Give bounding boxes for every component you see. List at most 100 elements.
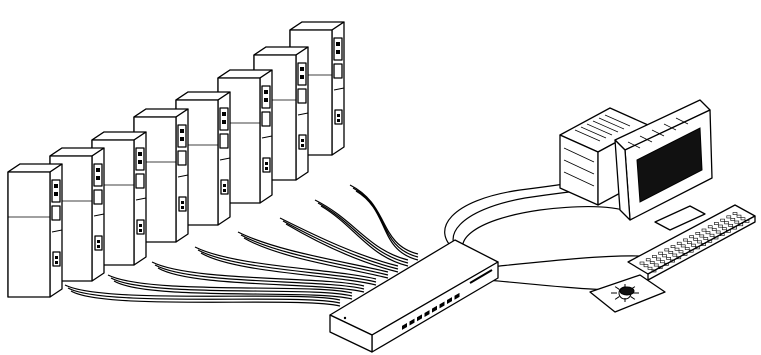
key	[695, 232, 701, 235]
cable	[200, 252, 377, 286]
switch-port	[439, 301, 445, 309]
key	[711, 228, 717, 231]
key	[707, 239, 713, 243]
key	[730, 218, 736, 221]
key	[676, 256, 682, 260]
cable	[279, 217, 399, 267]
key	[683, 238, 688, 242]
key	[643, 264, 649, 268]
key	[649, 260, 655, 264]
key	[740, 217, 746, 221]
cable	[194, 246, 377, 280]
mouse-pad	[589, 274, 666, 313]
key	[656, 257, 661, 261]
switch-port	[417, 314, 422, 322]
keyboard	[627, 204, 756, 281]
cable	[110, 277, 353, 297]
key	[722, 227, 727, 231]
switch-port	[424, 310, 430, 317]
key	[662, 254, 667, 258]
key	[707, 225, 713, 229]
cable	[70, 290, 341, 307]
mouse	[619, 286, 635, 296]
key	[719, 233, 725, 237]
cable	[352, 187, 419, 258]
key	[678, 250, 684, 254]
key	[705, 231, 711, 235]
cable	[349, 184, 419, 255]
key	[639, 261, 645, 265]
switch-port	[454, 292, 460, 300]
cable	[151, 261, 365, 287]
cable	[282, 220, 399, 270]
cable-bundle	[64, 177, 641, 307]
key	[703, 237, 709, 241]
key	[647, 266, 653, 270]
key	[664, 248, 670, 252]
switch-label-stripe	[469, 269, 493, 284]
key	[666, 256, 671, 260]
key	[699, 234, 705, 238]
key	[658, 251, 663, 255]
console-workstation	[559, 99, 756, 313]
key	[645, 258, 651, 262]
monitor	[614, 99, 713, 231]
key	[691, 243, 696, 247]
key	[732, 212, 738, 216]
key	[732, 226, 737, 230]
key	[688, 249, 694, 253]
key	[738, 223, 744, 227]
switch-port	[432, 305, 437, 313]
switch-port	[402, 322, 407, 330]
key	[726, 229, 731, 233]
key	[718, 224, 723, 228]
key	[701, 228, 707, 232]
key	[693, 237, 698, 241]
cable	[479, 255, 641, 269]
key	[728, 224, 733, 227]
key	[652, 255, 657, 258]
cable	[487, 279, 616, 291]
cable	[157, 267, 365, 293]
cable	[67, 287, 341, 304]
cable	[317, 202, 409, 264]
key	[674, 247, 680, 251]
key	[660, 260, 665, 264]
cable	[243, 237, 389, 279]
switch-port-strip	[402, 292, 460, 330]
key	[672, 253, 678, 257]
server-1	[7, 163, 63, 298]
cable	[113, 280, 353, 300]
cable	[107, 274, 353, 294]
key	[670, 245, 676, 249]
key	[726, 215, 732, 219]
key	[734, 220, 740, 224]
key	[670, 259, 675, 263]
monitor-screen	[636, 127, 703, 203]
key	[744, 220, 750, 223]
key	[714, 222, 719, 225]
key	[724, 221, 729, 225]
key	[689, 235, 694, 239]
cable	[355, 190, 419, 261]
key	[736, 214, 742, 218]
cable	[462, 205, 631, 259]
switch-port	[447, 297, 452, 305]
cable	[314, 199, 409, 261]
key	[684, 247, 690, 250]
key	[668, 251, 674, 254]
key	[720, 218, 725, 222]
cable	[197, 249, 377, 283]
key	[709, 233, 715, 237]
switch-port	[409, 318, 415, 326]
key	[687, 241, 692, 245]
key	[664, 262, 669, 266]
key	[680, 244, 686, 248]
kvm-switch	[329, 239, 499, 353]
key	[697, 240, 702, 244]
cable	[154, 264, 365, 290]
cable	[285, 223, 399, 273]
key	[713, 236, 719, 240]
